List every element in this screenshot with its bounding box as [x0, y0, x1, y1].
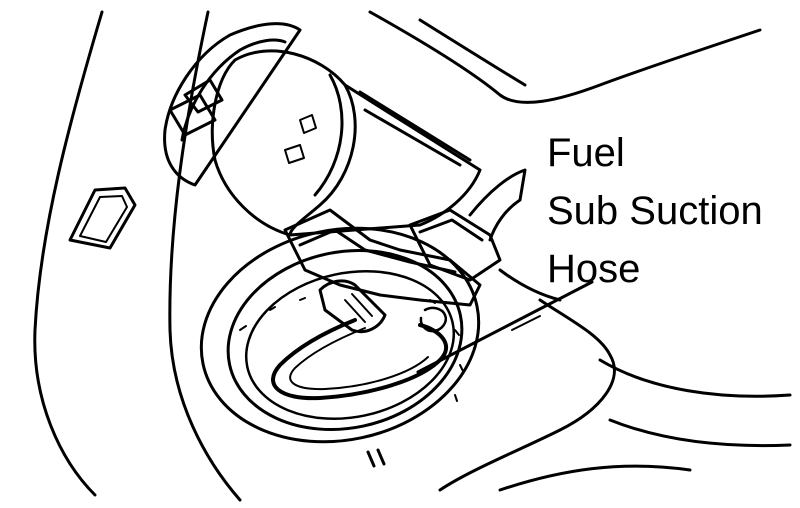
pump-body-line-top	[358, 90, 472, 162]
tank-opening-ring	[244, 270, 456, 420]
pump-flange-rim	[180, 38, 287, 142]
pump-bracket-inner	[298, 228, 457, 274]
flange-connector-2	[183, 78, 224, 114]
fuel-line-2	[498, 268, 562, 302]
fuel-line	[468, 168, 527, 242]
pump-slot-2	[284, 144, 305, 164]
sub-suction-hose-inner	[289, 327, 429, 391]
sub-suction-hose	[271, 318, 449, 401]
grommet	[68, 186, 137, 250]
connector-block	[408, 208, 502, 282]
ring-marks	[239, 297, 464, 402]
callout-line-2: Sub Suction	[547, 189, 763, 233]
service-hole-inner	[226, 248, 464, 432]
panel-contour-lower-2	[608, 418, 792, 448]
connector-block-face	[418, 218, 484, 242]
pump-body-line	[363, 108, 462, 167]
panel-contour-bottom	[498, 464, 692, 492]
panel-contour-right	[438, 298, 616, 492]
callout-line-1: Fuel	[547, 131, 625, 175]
pump-flange	[163, 22, 302, 187]
grommet-inner	[79, 195, 128, 243]
fuel-sub-suction-hose-label: Fuel Sub Suction Hose	[547, 124, 763, 298]
flange-connector	[168, 93, 217, 137]
panel-contour-top	[368, 10, 762, 104]
body-panel-left-edge	[33, 10, 104, 497]
panel-contour-lower	[598, 358, 792, 398]
slot-mark	[366, 448, 386, 468]
pump-body-seam	[313, 73, 344, 197]
pump-body	[210, 49, 482, 237]
hose-fitting	[318, 279, 387, 334]
hose-clamp	[419, 306, 447, 333]
callout-line-3: Hose	[547, 247, 641, 291]
hose-fitting-ribs	[344, 293, 373, 323]
pump-slot	[299, 114, 317, 134]
callout-leader-line	[416, 280, 594, 374]
panel-contour-rib	[418, 18, 527, 87]
callout-leader-line-2	[511, 315, 541, 331]
